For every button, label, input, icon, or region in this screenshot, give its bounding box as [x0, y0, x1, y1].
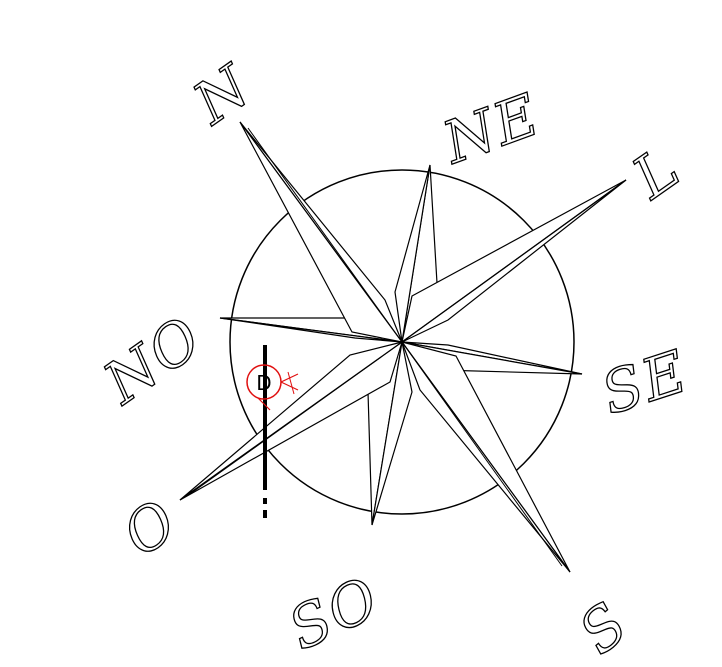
label-se: SE: [593, 337, 696, 428]
label-no: NO: [90, 303, 214, 419]
label-s: S: [566, 588, 642, 667]
label-o: O: [111, 486, 191, 570]
label-l: L: [620, 133, 693, 213]
label-ne: NE: [433, 80, 549, 178]
label-n: N: [180, 51, 264, 138]
marker-label: D: [256, 371, 271, 395]
label-so: SO: [278, 563, 389, 663]
